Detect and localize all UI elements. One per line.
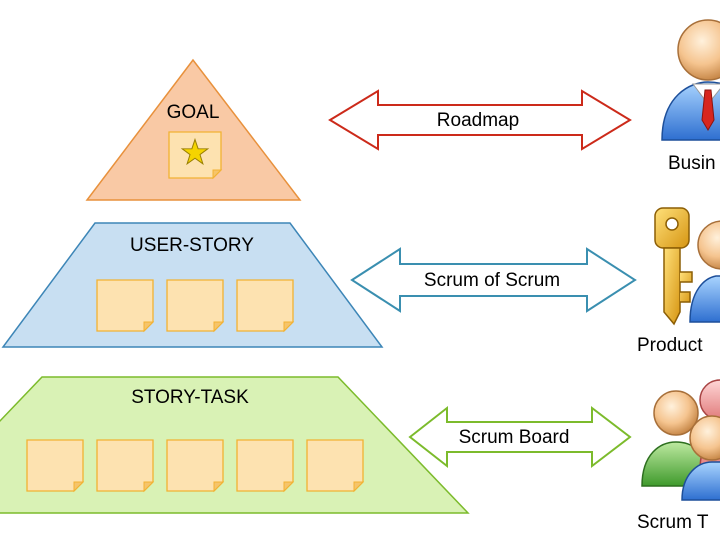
sticky-note — [166, 279, 225, 333]
sticky-note — [236, 439, 295, 493]
scrum-of-scrum-arrow: Scrum of Scrum — [350, 247, 637, 313]
scrum-of-scrum-double-arrow — [350, 247, 637, 313]
scrum-board-arrow: Scrum Board — [408, 405, 632, 469]
star-icon — [180, 137, 210, 166]
sticky-note — [26, 439, 85, 493]
user-story-label: USER-STORY — [130, 235, 254, 256]
sticky-note — [166, 439, 225, 493]
key-icon — [654, 207, 693, 326]
business-person-icon — [661, 19, 720, 141]
user-story-notes — [96, 279, 295, 333]
sticky-note — [96, 439, 155, 493]
sticky-note — [306, 439, 365, 493]
roadmap-arrow: Roadmap — [328, 89, 632, 151]
business-role-label: Busin — [668, 153, 716, 174]
roadmap-label: Roadmap — [437, 110, 519, 131]
goal-triangle — [85, 58, 302, 201]
sticky-note — [96, 279, 155, 333]
scrum-team-icon — [641, 379, 720, 501]
goal-tier: GOAL — [85, 58, 302, 201]
connectors: Roadmap Scrum of Scrum Scrum Board — [328, 89, 637, 469]
scrum-team-role-label: Scrum T — [637, 512, 709, 533]
story-task-notes — [26, 439, 365, 493]
scrum-board-double-arrow — [408, 405, 632, 469]
scrum-of-scrum-label: Scrum of Scrum — [424, 270, 560, 291]
roles: Busin Product Scrum T — [637, 19, 720, 533]
roadmap-double-arrow — [328, 89, 632, 151]
story-task-tier: STORY-TASK — [0, 376, 470, 514]
product-owner-key-icon — [654, 207, 720, 326]
sticky-note — [236, 279, 295, 333]
pyramid: GOAL USER-STORY — [0, 58, 470, 514]
user-story-tier: USER-STORY — [1, 222, 384, 348]
product-role-label: Product — [637, 335, 703, 356]
goal-label: GOAL — [167, 102, 220, 123]
scrum-board-label: Scrum Board — [459, 427, 570, 448]
story-task-label: STORY-TASK — [131, 387, 249, 408]
goal-sticky-note — [168, 131, 223, 180]
